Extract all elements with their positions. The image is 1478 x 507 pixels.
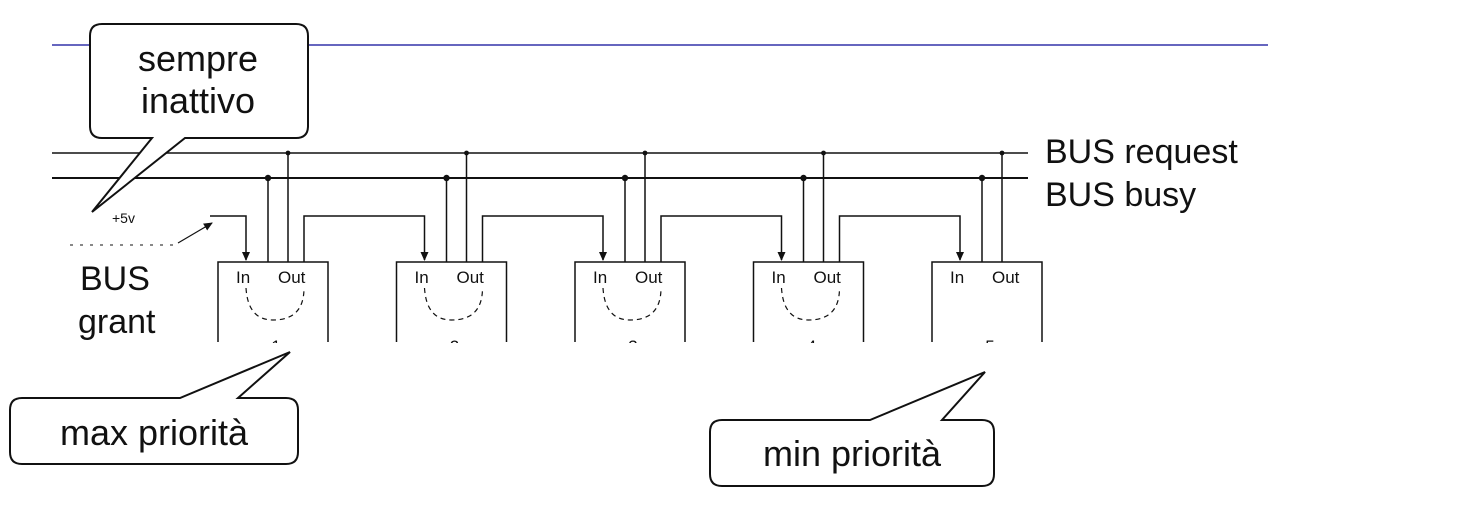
request-junction xyxy=(821,150,826,156)
device-box xyxy=(752,261,865,342)
callout-max-text: max priorità xyxy=(60,412,249,453)
busy-junction xyxy=(978,174,986,182)
device-5: InOut5 xyxy=(838,150,1043,356)
crop-mask xyxy=(200,343,1080,355)
bus-busy-label: BUS busy xyxy=(1045,176,1196,214)
device-box xyxy=(574,261,686,342)
grant-chain xyxy=(660,215,786,262)
callout-min-text: min priorità xyxy=(763,433,942,474)
device-4: InOut4 xyxy=(660,150,865,356)
bus-grant-label-2: grant xyxy=(78,303,156,341)
device-3: InOut3 xyxy=(481,150,686,356)
pin-in-label: In xyxy=(236,268,250,287)
pin-out-label: Out xyxy=(635,268,663,287)
bus-grant-label: BUS xyxy=(80,260,150,298)
internal-pass-path xyxy=(245,287,305,321)
device-1: InOut1 xyxy=(210,150,329,356)
supply-5v: +5v xyxy=(70,210,213,246)
pin-in-label: In xyxy=(593,268,607,287)
callout-min-priorita: min priorità xyxy=(709,371,995,487)
callout-max-priorita: max priorità xyxy=(9,351,299,465)
busy-junction xyxy=(264,174,272,182)
supply-label: +5v xyxy=(112,210,135,226)
busy-junction xyxy=(443,174,450,182)
internal-pass-path xyxy=(423,287,484,321)
grant-chain xyxy=(303,215,429,262)
pin-out-label: Out xyxy=(457,268,485,287)
pin-in-label: In xyxy=(950,268,964,287)
grant-input xyxy=(210,215,250,261)
busy-junction xyxy=(800,174,807,182)
callout-sempre-inattivo: sempre inattivo xyxy=(89,23,309,213)
bus-request-label: BUS request xyxy=(1045,133,1238,171)
device-chain: InOut1InOut2InOut3InOut4InOut5 xyxy=(200,150,1080,356)
internal-pass-path xyxy=(602,287,662,321)
pin-in-label: In xyxy=(772,268,786,287)
request-junction xyxy=(464,150,469,156)
pin-out-label: Out xyxy=(992,268,1020,287)
internal-pass-path xyxy=(780,287,841,321)
device-box xyxy=(395,261,508,342)
grant-chain xyxy=(838,215,964,262)
device-box xyxy=(217,261,329,342)
pin-out-label: Out xyxy=(278,268,306,287)
pin-out-label: Out xyxy=(814,268,842,287)
callout-top-line1: sempre xyxy=(138,38,258,79)
callout-top-line2: inattivo xyxy=(141,80,255,121)
pin-in-label: In xyxy=(415,268,429,287)
request-junction xyxy=(642,150,648,156)
request-junction xyxy=(999,150,1005,156)
busy-junction xyxy=(621,174,629,182)
device-2: InOut2 xyxy=(303,150,508,356)
request-junction xyxy=(285,150,291,156)
device-box xyxy=(931,261,1043,342)
grant-chain xyxy=(481,215,607,262)
